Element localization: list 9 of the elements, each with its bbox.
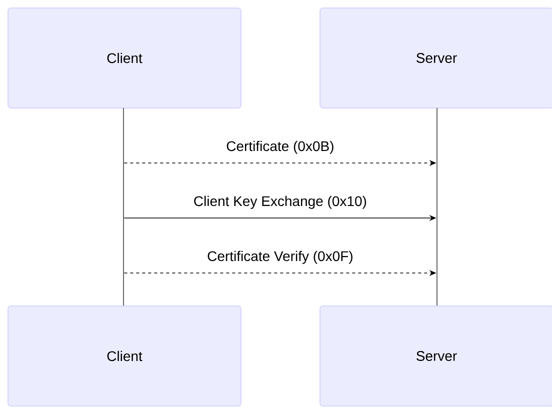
lifeline xyxy=(123,108,124,306)
participant-box: Client xyxy=(8,8,242,108)
participant-box: Server xyxy=(320,8,552,108)
participant-box: Client xyxy=(8,306,242,406)
message-label: Certificate Verify (0x0F) xyxy=(208,250,352,264)
lifeline xyxy=(436,108,438,306)
message-label: Client Key Exchange (0x10) xyxy=(194,196,366,209)
participant-box: Server xyxy=(320,306,552,406)
message-label: Certificate (0x0B) xyxy=(226,140,334,154)
